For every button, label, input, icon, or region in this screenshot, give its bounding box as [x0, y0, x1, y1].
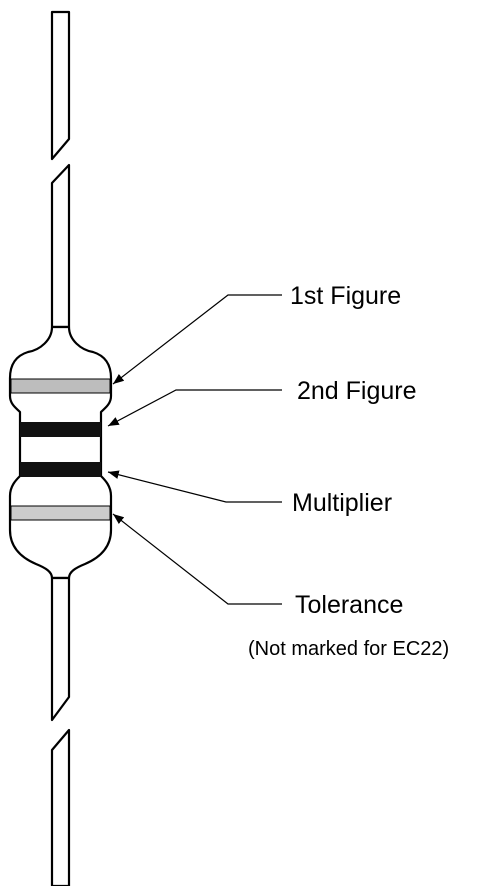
upper-lead-bottom-segment: [50, 163, 71, 329]
second-figure-label: 2nd Figure: [297, 377, 417, 405]
tolerance-label: Tolerance: [295, 591, 403, 619]
first-figure-label: 1st Figure: [290, 282, 401, 310]
multiplier-leader: [107, 470, 282, 503]
tolerance-note: (Not marked for EC22): [248, 638, 449, 660]
resistor-body: [8, 325, 113, 580]
tolerance-band: [10, 505, 111, 521]
lower-lead-top-segment: [50, 576, 71, 722]
second-figure-leader: [107, 389, 282, 427]
multiplier-band: [20, 462, 101, 477]
lower-lead-bottom-segment: [50, 728, 71, 886]
tolerance-leader: [112, 513, 282, 605]
upper-lead-top-segment: [50, 10, 71, 161]
multiplier-label: Multiplier: [292, 489, 392, 517]
first-figure-leader: [112, 294, 282, 385]
second-figure-band: [20, 422, 101, 437]
first-figure-band: [10, 378, 111, 394]
